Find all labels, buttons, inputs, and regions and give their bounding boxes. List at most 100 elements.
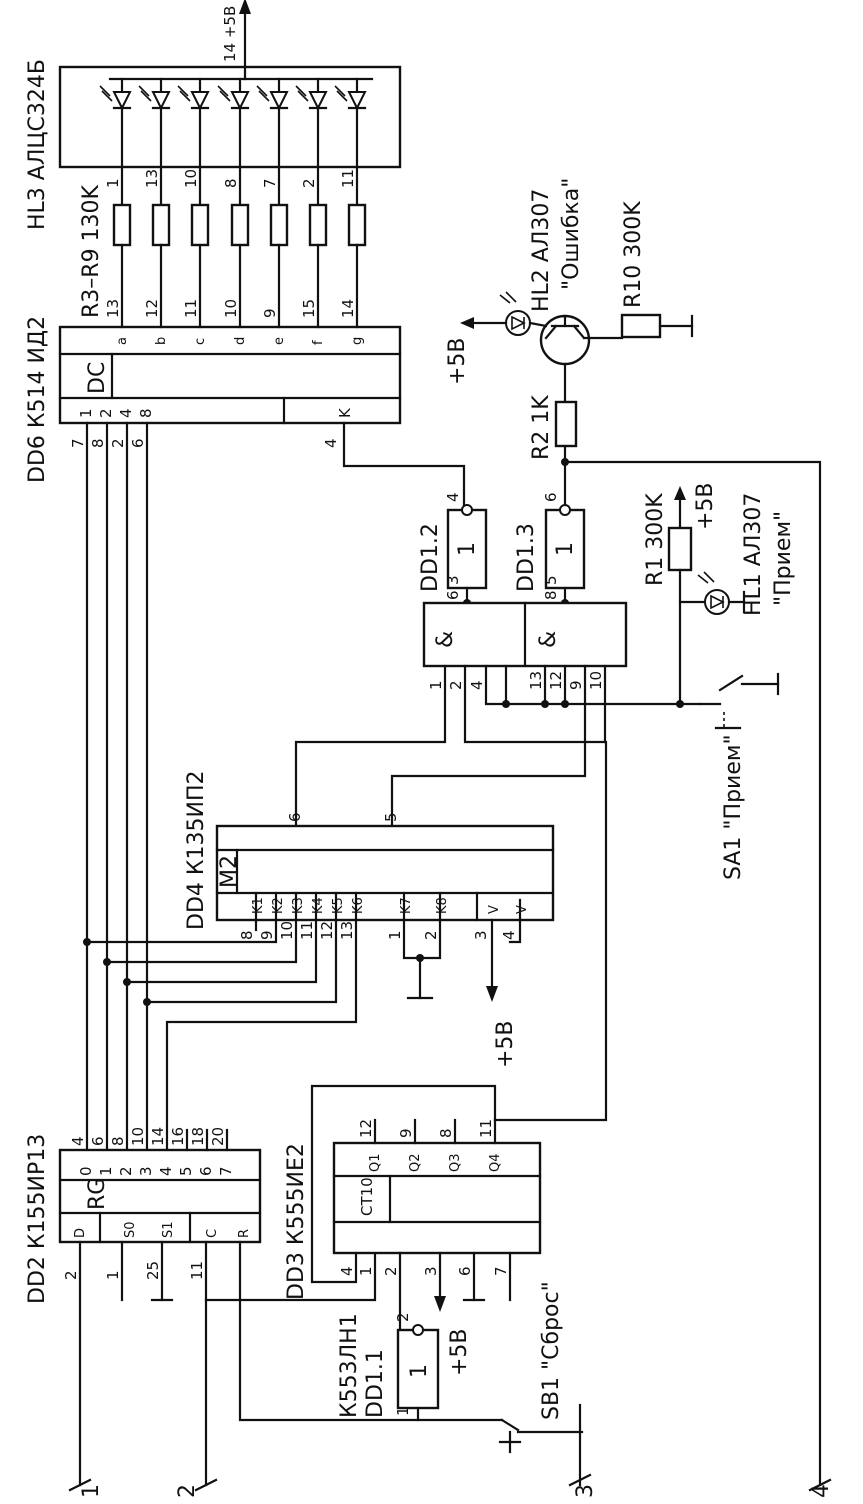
dd3-label: DD3 К555ИЕ2 [284, 1143, 309, 1300]
dd4-k-label: K6 [351, 897, 366, 914]
led-icon [269, 91, 289, 111]
led-ray [177, 85, 189, 97]
and-2-symbol: & [536, 631, 561, 648]
dd3-out-label: Q1 [368, 1153, 383, 1172]
hl3-pin-label: 7 [261, 178, 279, 188]
dd4-k-label: K4 [311, 897, 326, 914]
dd6-k-pin: 4 [322, 438, 340, 448]
dd6-out-name: g [350, 337, 365, 345]
sb1-label: SB1 "Сброс" [539, 1281, 564, 1420]
dd4-supply: +5B [493, 1020, 518, 1068]
dd2-out-pin: 16 [169, 1127, 187, 1146]
led-ray [217, 85, 229, 97]
dd6-out-name: e [272, 337, 287, 345]
dd1-3-pin-out: 5 [542, 575, 560, 585]
dd1-3-pin-in: 6 [542, 492, 560, 502]
dd3-in-pin: 4 [338, 1266, 356, 1276]
dd6-out-pin-label: 12 [143, 299, 161, 318]
dd6-k-wire [342, 421, 466, 512]
dd2-in-pin: 2 [62, 1270, 80, 1280]
hl2-led [460, 291, 548, 336]
r10-label: R10 300K [621, 201, 646, 308]
dd6-out-pin-label: 11 [182, 299, 200, 318]
r2-label: R2 1K [529, 395, 554, 460]
dd2-out-label: 5 [177, 1166, 195, 1176]
and-pin-label: 13 [527, 671, 545, 690]
and-pin-label: 4 [468, 680, 486, 690]
r10-resistor [620, 313, 694, 339]
and-gates-block [422, 601, 628, 668]
dd4-k-pin: 9 [258, 930, 276, 940]
and-input-wiring [294, 664, 702, 1122]
led-icon [347, 91, 367, 111]
dd6-out-pin-label: 15 [300, 299, 318, 318]
dd2-out-label: 4 [157, 1166, 175, 1176]
sa1-label: SA1 "Прием" [721, 734, 746, 880]
dd2-out-label: 3 [137, 1166, 155, 1176]
segment-resistor [190, 203, 210, 247]
dd2-input-wiring [78, 1240, 504, 1487]
dd6-out-pin-label: 9 [261, 308, 279, 318]
segment-resistor [269, 203, 289, 247]
sa1-switch [698, 672, 780, 730]
dd1-3-label: DD1.3 [514, 523, 539, 592]
terminal-4-mark [808, 1478, 832, 1492]
dd6-out-pin-label: 13 [104, 299, 122, 318]
r2-resistor [554, 400, 822, 1487]
dd2-in-pin: 1 [104, 1270, 122, 1280]
dd2-in-label: S1 [161, 1221, 176, 1238]
dd1-3-pin-and: 8 [542, 590, 560, 600]
led-ray [219, 90, 231, 102]
dd4-k-wiring [83, 898, 522, 1152]
dd2-out-label: 0 [77, 1166, 95, 1176]
dd3-out-label: Q3 [448, 1153, 463, 1172]
hl3-pin-label: 11 [339, 169, 357, 188]
segment-resistor [230, 203, 250, 247]
terminal-4: 4 [809, 1484, 834, 1498]
dd3-out-label: Q4 [488, 1153, 503, 1172]
dd2-out-pin: 6 [89, 1136, 107, 1146]
and-pin-label: 1 [427, 680, 445, 690]
dd6-out-name: b [154, 337, 169, 345]
led-ray [258, 90, 270, 102]
dd4-k-label: K8 [435, 897, 450, 914]
dd3-supply: +5B [447, 1328, 472, 1376]
dd6-function: DC [85, 362, 110, 394]
dd4-pin-5: 5 [382, 812, 400, 822]
dd2-out-label: 7 [217, 1166, 235, 1176]
dd4-v-pin: 4 [500, 930, 518, 940]
dd1-2-pin-out: 3 [444, 575, 462, 585]
dd6-decoder [58, 325, 402, 425]
dd4-k-pin: 13 [338, 921, 356, 940]
dd6-out-pin-label: 10 [222, 299, 240, 318]
dd4-k-pin: 12 [318, 921, 336, 940]
dd4-multiplexer [215, 824, 555, 922]
hl1-label: HL1 АЛ307 [741, 493, 766, 616]
dd4-k-label: K1 [251, 897, 266, 914]
dd6-in-label: 2 [97, 408, 115, 418]
dd1-1-label: DD1.1 [363, 1349, 388, 1418]
hl2-label: HL2 АЛ307 [529, 189, 554, 312]
dd3-in-pin: 3 [422, 1266, 440, 1276]
dd4-k-label: K3 [291, 897, 306, 914]
dd6-k-label: K [336, 407, 354, 418]
terminal-3: 3 [573, 1484, 598, 1498]
dd4-v-label: V [487, 905, 502, 914]
dd1-2-label: DD1.2 [418, 523, 443, 592]
led-ray [138, 85, 150, 97]
dd6-in-pin: 8 [89, 438, 107, 448]
hl3-supply-label: 14 +5B [221, 6, 239, 62]
transistor-vt [539, 314, 624, 402]
dd1-2-pin-in: 4 [444, 492, 462, 502]
dd6-in-pin: 2 [109, 438, 127, 448]
dd3-counter [310, 1084, 542, 1284]
dd3-out-pin: 11 [477, 1119, 495, 1138]
dd6-in-pin: 7 [69, 438, 87, 448]
led-icon [230, 91, 250, 111]
and-pin-label: 2 [447, 680, 465, 690]
dd3-input-wiring [398, 1251, 512, 1332]
dd3-out-pin: 12 [357, 1119, 375, 1138]
